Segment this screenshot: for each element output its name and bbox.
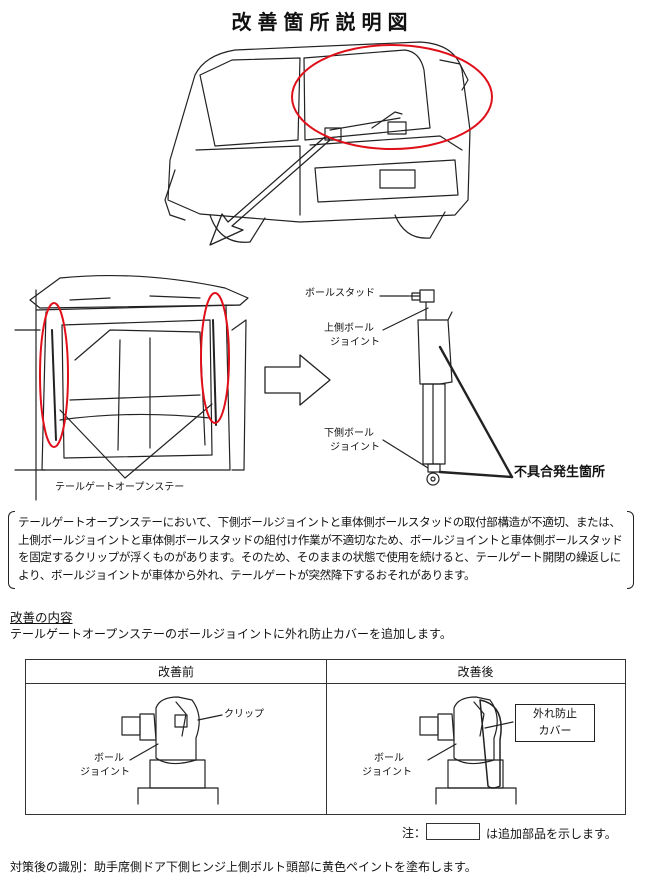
pointer-arrow-down xyxy=(209,135,331,246)
cover-label-line1: 外れ防止 xyxy=(533,707,577,720)
note-prefix: 注： xyxy=(402,826,427,840)
lower-joint-label-line2: ジョイント xyxy=(330,442,380,453)
bracket-left xyxy=(8,511,15,589)
after-joint-label-line1: ボール xyxy=(374,753,404,764)
after-joint-label-line2: ジョイント xyxy=(362,767,412,778)
identification-footer: 対策後の識別：助手席側ドア下側ヒンジ上側ボルト頭部に黄色ペイントを塗布します。 xyxy=(10,860,477,874)
before-header: 改善前 xyxy=(26,660,326,684)
table-divider xyxy=(326,660,327,814)
clip-label: クリップ xyxy=(224,709,264,720)
defect-location-label: 不具合発生箇所 xyxy=(514,465,606,480)
tailgate-interior-illustration xyxy=(14,274,249,501)
before-ball-joint-illustration xyxy=(121,696,223,805)
cover-label-line2: カバー xyxy=(538,724,572,737)
bracket-right xyxy=(627,511,634,589)
upper-joint-label-line1: 上側ボール xyxy=(324,323,374,334)
ball-stud-label: ボールスタッド xyxy=(305,288,375,299)
description-box: テールゲートオープンステーにおいて、下側ボールジョイントと車体側ボールスタッドの… xyxy=(8,511,634,589)
improvement-heading: 改善の内容 xyxy=(10,610,73,625)
highlight-ellipse-left-stay xyxy=(39,302,69,448)
before-joint-label-line2: ジョイント xyxy=(80,767,130,778)
after-ball-joint-illustration xyxy=(419,696,517,805)
description-text: テールゲートオープンステーにおいて、下側ボールジョイントと車体側ボールスタッドの… xyxy=(18,515,623,582)
highlight-ellipse-tailgate xyxy=(291,44,493,150)
gas-strut-illustration xyxy=(379,289,453,486)
page-title: 改善箇所説明図 xyxy=(231,10,414,34)
pointer-arrow-right xyxy=(264,354,331,406)
upper-joint-label-line2: ジョイント xyxy=(330,337,380,348)
note-legend-box xyxy=(426,823,480,840)
cover-label-box: 外れ防止 カバー xyxy=(515,704,595,742)
comparison-table: 改善前 改善後 xyxy=(25,659,626,815)
vehicle-rear-illustration xyxy=(164,41,471,243)
tailgate-stay-label: テールゲートオープンステー xyxy=(55,482,185,493)
after-header: 改善後 xyxy=(326,660,625,684)
note-suffix: は追加部品を示します。 xyxy=(486,827,617,841)
highlight-ellipse-right-stay xyxy=(200,292,230,424)
before-joint-label-line1: ボール xyxy=(94,753,124,764)
lower-joint-label-line1: 下側ボール xyxy=(324,428,374,439)
improvement-text: テールゲートオープンステーのボールジョイントに外れ防止カバーを追加します。 xyxy=(10,627,452,641)
